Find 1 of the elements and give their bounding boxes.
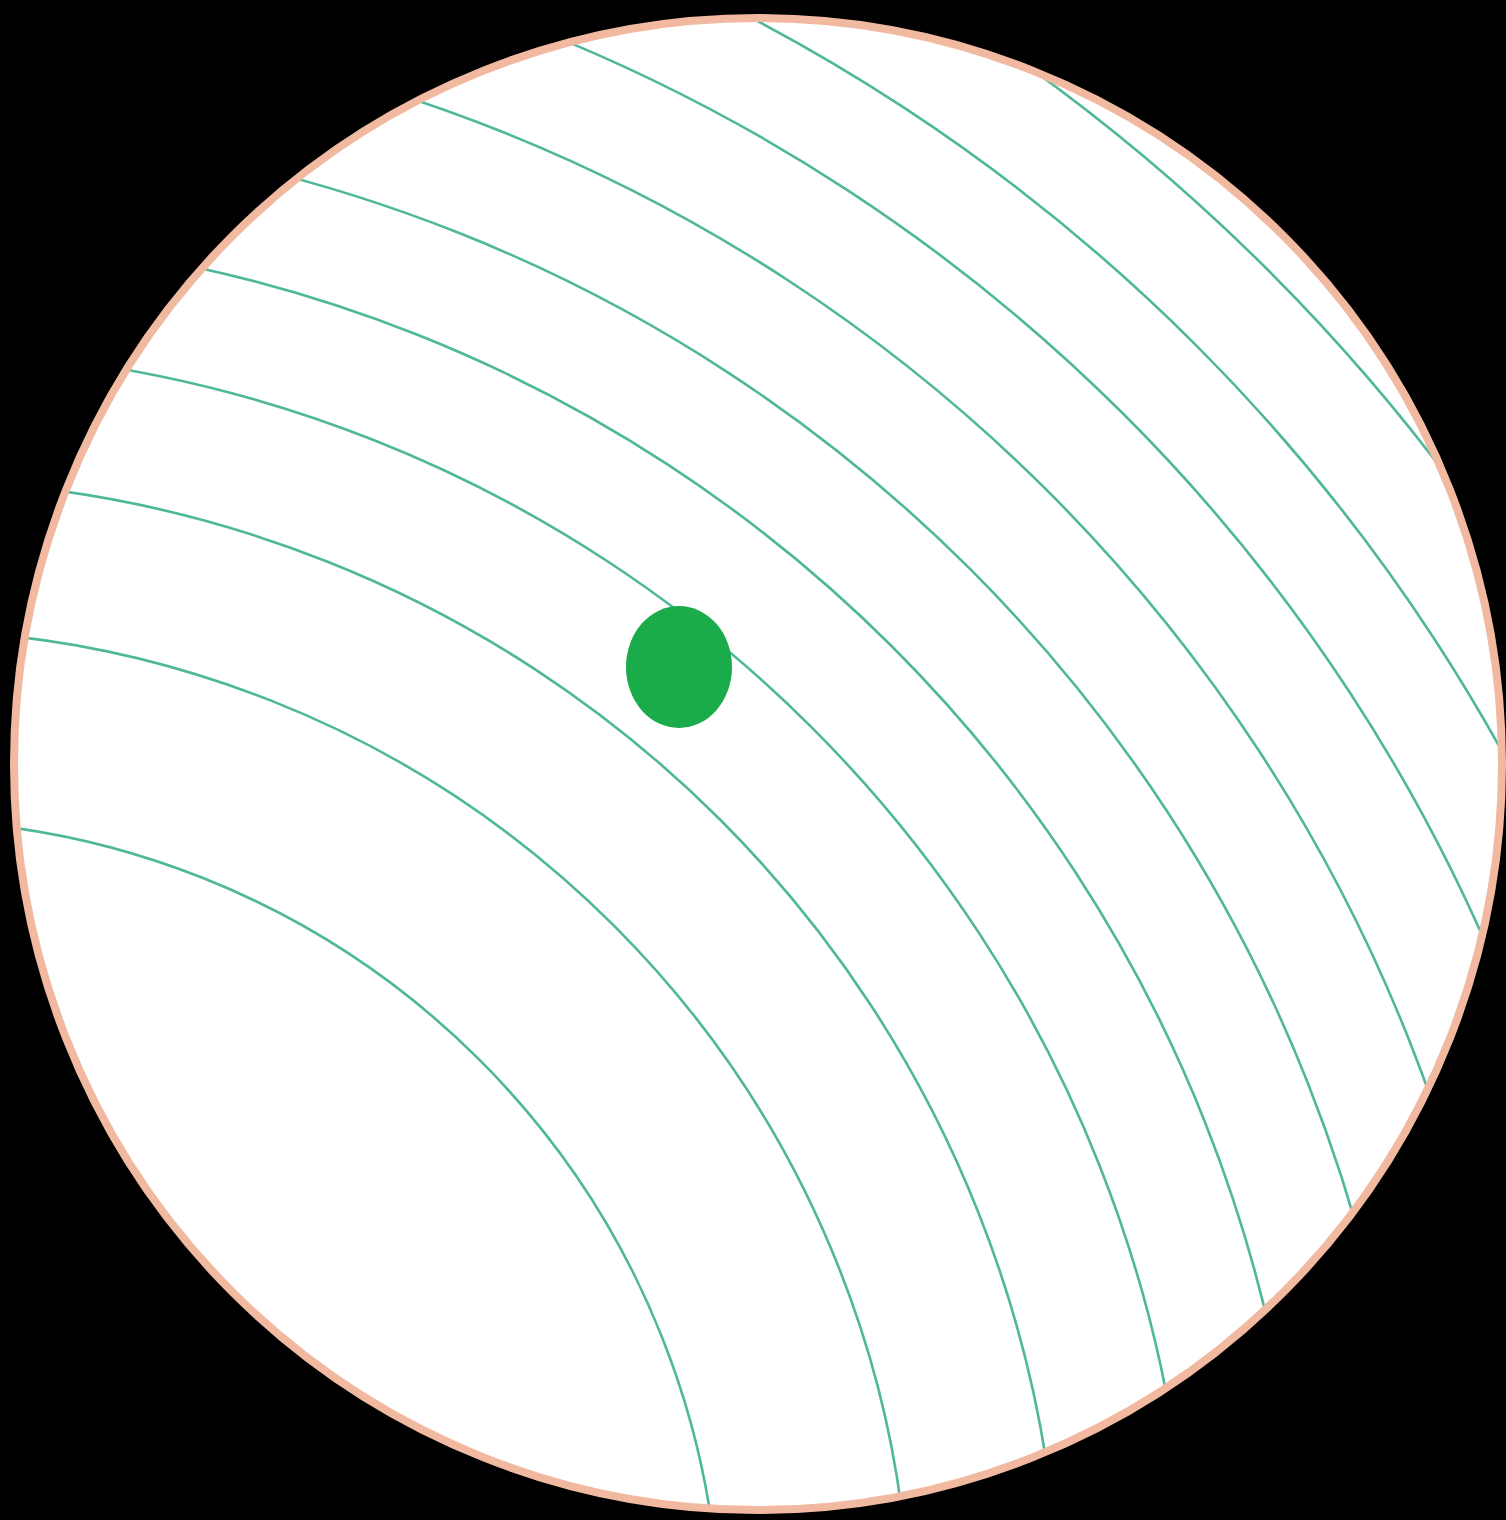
dot-marker — [626, 606, 732, 728]
